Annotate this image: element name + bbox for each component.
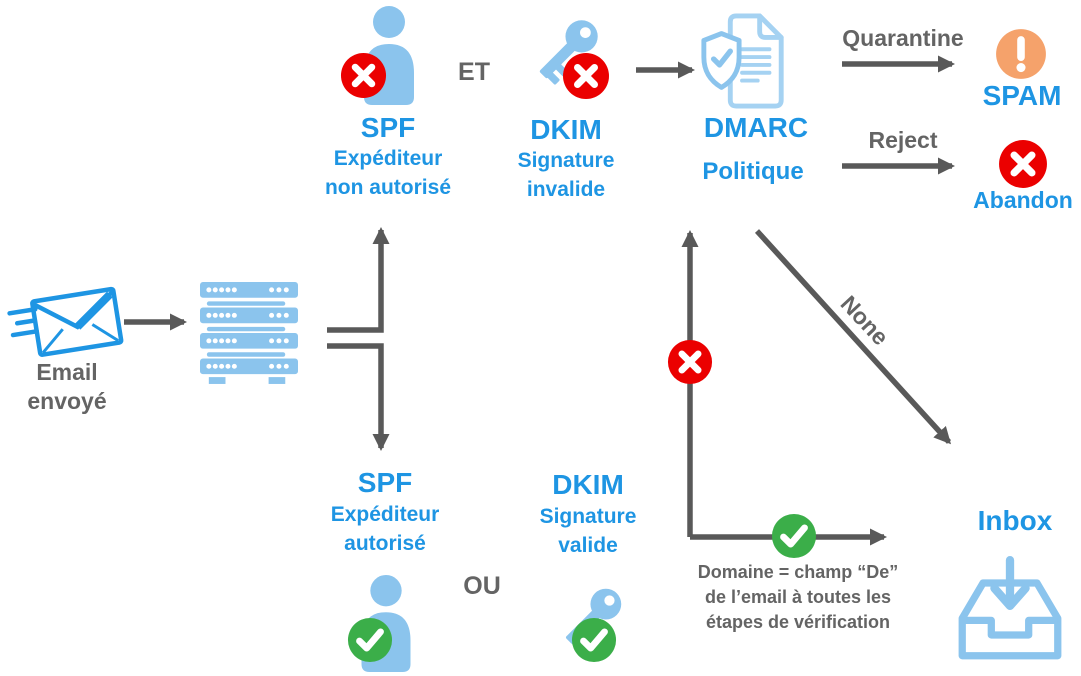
green-check-badge	[771, 513, 817, 559]
warning-exclamation-badge	[996, 29, 1046, 79]
reject-action-label: Reject	[868, 127, 938, 153]
spf-pass-title: SPF	[357, 467, 413, 498]
arrow-none-to-inbox	[754, 229, 952, 445]
inbox-result-label: Inbox	[977, 505, 1053, 536]
red-cross-badge	[340, 52, 387, 99]
or-operator-label: OU	[463, 572, 501, 600]
quarantine-action-label: Quarantine	[842, 25, 964, 51]
red-cross-badge	[563, 53, 609, 99]
dkim-fail-subtitle: Signature invalide	[517, 149, 615, 202]
spf-fail-subtitle: Expéditeur non autorisé	[324, 147, 451, 200]
inbox-tray-icon	[958, 556, 1062, 660]
abandon-result-label: Abandon	[973, 187, 1073, 213]
green-check-badge	[347, 617, 393, 663]
mail-server-icon	[200, 282, 298, 384]
dmarc-subtitle: Politique	[702, 158, 804, 185]
red-cross-badge	[999, 140, 1047, 188]
arrow-branch-up-fail	[327, 227, 390, 333]
arrow-branch-down-pass	[327, 343, 390, 451]
dkim-pass-subtitle: Signature valide	[539, 505, 637, 558]
spf-fail-title: SPF	[360, 112, 416, 143]
spf-pass-subtitle: Expéditeur autorisé	[330, 503, 440, 556]
dkim-fail-title: DKIM	[530, 114, 602, 145]
shield-document-icon	[701, 13, 784, 109]
and-operator-label: ET	[458, 58, 490, 86]
red-cross-badge	[667, 339, 713, 385]
spam-result-label: SPAM	[982, 80, 1062, 111]
email-sent-label: Email envoyé	[27, 359, 107, 414]
dmarc-title: DMARC	[703, 112, 809, 143]
green-check-badge	[571, 617, 617, 663]
dkim-pass-title: DKIM	[552, 469, 624, 500]
sent-envelope-icon	[7, 286, 124, 357]
domain-alignment-note: Domaine = champ “De” de l’email à toutes…	[697, 562, 899, 632]
